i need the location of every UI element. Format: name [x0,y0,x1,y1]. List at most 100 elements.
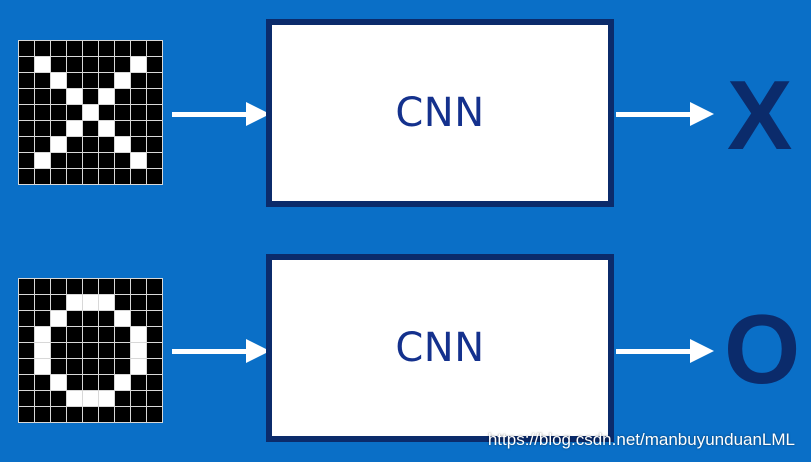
x-input-pixel-grid [18,40,163,185]
pixel-cell [19,391,34,406]
pixel-cell [19,279,34,294]
pixel-cell [99,105,114,120]
pixel-cell [67,57,82,72]
cnn-box-bottom: CNN [266,254,614,442]
pixel-cell [147,359,162,374]
pixel-cell [83,57,98,72]
pixel-cell [131,41,146,56]
pixel-cell [67,279,82,294]
pixel-cell [131,343,146,358]
pixel-cell [83,359,98,374]
pixel-cell [131,327,146,342]
pixel-cell [147,41,162,56]
pixel-cell [147,121,162,136]
pixel-cell [131,375,146,390]
pixel-cell [147,343,162,358]
pixel-cell [35,391,50,406]
pixel-cell [67,407,82,422]
pixel-cell [131,279,146,294]
pixel-cell [147,295,162,310]
arrow-shaft [616,349,692,354]
pixel-cell [67,343,82,358]
pixel-cell [147,279,162,294]
pixel-cell [83,327,98,342]
pixel-cell [19,73,34,88]
pixel-cell [19,153,34,168]
pixel-cell [147,311,162,326]
o-output-label: O [724,294,801,404]
pixel-cell [115,279,130,294]
pixel-cell [99,73,114,88]
pixel-cell [35,153,50,168]
pixel-cell [51,105,66,120]
pixel-cell [99,169,114,184]
pixel-cell [35,359,50,374]
cnn-box-top: CNN [266,19,614,207]
pixel-cell [67,295,82,310]
pixel-cell [147,137,162,152]
arrow-shaft [172,349,248,354]
pixel-cell [99,153,114,168]
pixel-cell [83,137,98,152]
pixel-cell [131,121,146,136]
pixel-cell [115,121,130,136]
pixel-cell [131,137,146,152]
pixel-cell [35,169,50,184]
pixel-cell [115,295,130,310]
arrow-head-icon [690,102,714,126]
arrow-head-icon [690,339,714,363]
pixel-cell [67,89,82,104]
arrow-shaft [616,112,692,117]
pixel-cell [51,73,66,88]
pixel-cell [115,327,130,342]
pixel-cell [83,295,98,310]
pixel-cell [83,153,98,168]
pixel-cell [147,407,162,422]
pixel-cell [19,57,34,72]
pixel-cell [131,89,146,104]
pixel-cell [67,375,82,390]
pixel-cell [51,153,66,168]
cnn-label-bottom: CNN [395,325,485,371]
pixel-cell [35,375,50,390]
pixel-cell [115,137,130,152]
pixel-cell [19,41,34,56]
pixel-cell [83,73,98,88]
pixel-cell [131,73,146,88]
pixel-cell [99,89,114,104]
pixel-cell [115,41,130,56]
pixel-cell [99,295,114,310]
pixel-cell [51,311,66,326]
pixel-cell [67,327,82,342]
pixel-cell [131,407,146,422]
pixel-cell [51,375,66,390]
pixel-cell [115,311,130,326]
pixel-cell [19,105,34,120]
pixel-cell [147,57,162,72]
pixel-cell [67,359,82,374]
pixel-cell [99,41,114,56]
pixel-cell [35,407,50,422]
pixel-cell [67,121,82,136]
pixel-cell [67,73,82,88]
pixel-cell [35,57,50,72]
pixel-cell [147,153,162,168]
pixel-cell [115,343,130,358]
pixel-cell [67,169,82,184]
pixel-cell [51,407,66,422]
pixel-cell [67,153,82,168]
pixel-cell [19,137,34,152]
pixel-cell [51,327,66,342]
arrow-shaft [172,112,248,117]
input-to-cnn-arrow-top [172,102,270,126]
pixel-cell [51,391,66,406]
pixel-cell [147,105,162,120]
pixel-cell [19,375,34,390]
pixel-cell [115,105,130,120]
pixel-cell [115,375,130,390]
pixel-cell [131,105,146,120]
pixel-cell [99,391,114,406]
pixel-cell [83,343,98,358]
pixel-cell [51,121,66,136]
pixel-cell [35,121,50,136]
